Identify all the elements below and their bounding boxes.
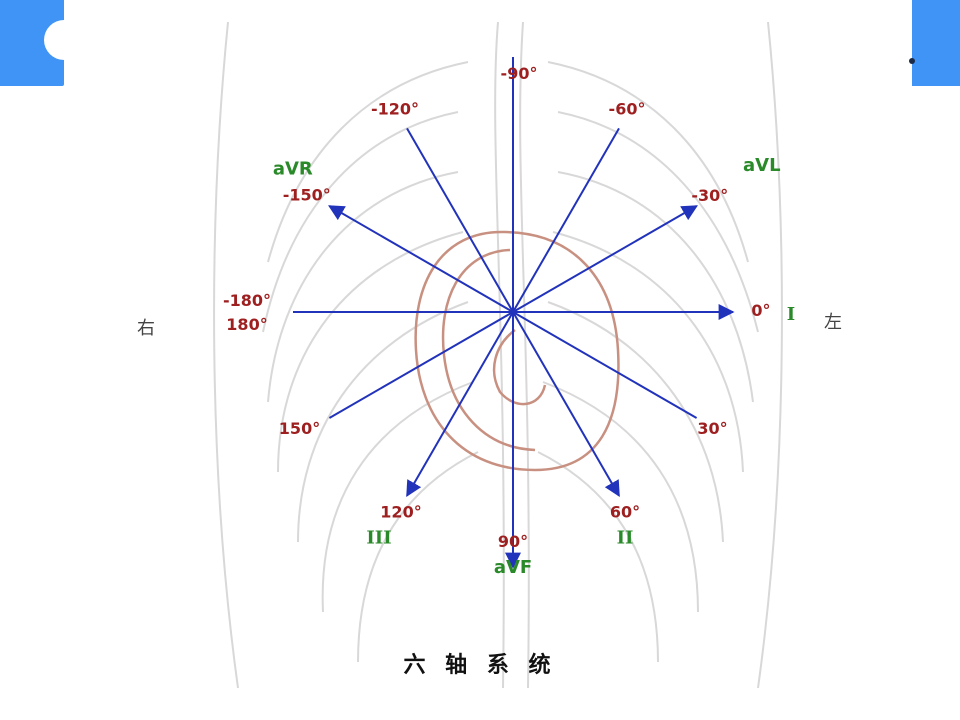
axis-minus-120-angle-label: -120°: [371, 99, 419, 118]
axis-180-angle-label-alt: 180°: [226, 315, 267, 334]
axis-90-angle-label: 90°: [498, 532, 528, 551]
axis-minus-60-angle-label: -60°: [609, 99, 646, 118]
axis-150-line: [328, 311, 514, 419]
axis-minus-30-line: [512, 205, 698, 313]
axis-180-angle-label: -180°: [223, 291, 271, 310]
axis-minus-150-angle-label: -150°: [283, 186, 331, 205]
decorative-dot: [909, 58, 915, 64]
axis-0-lead-label: I: [787, 304, 795, 325]
axis-minus-150-lead-label: aVR: [273, 159, 313, 180]
axis-120-line: [406, 311, 514, 497]
ribcage-sketch: [213, 22, 783, 688]
axis-60-angle-label: 60°: [610, 503, 640, 522]
axis-60-lead-label: II: [617, 528, 634, 549]
axis-90-lead-label: aVF: [494, 557, 532, 578]
axis-minus-150-line: [328, 205, 514, 313]
axis-minus-120-line: [406, 127, 514, 313]
axis-30-angle-label: 30°: [697, 419, 727, 438]
axis-minus-60-line: [512, 127, 620, 313]
accent-bar-right: [912, 0, 960, 86]
axis-minus-30-lead-label: aVL: [743, 155, 781, 176]
axis-120-angle-label: 120°: [380, 503, 421, 522]
axis-lines: [293, 57, 735, 569]
axis-minus-30-angle-label: -30°: [691, 186, 728, 205]
heart-outline: [414, 230, 620, 472]
left-side-label: 左: [824, 312, 842, 333]
axis-minus-90-angle-label: -90°: [501, 64, 538, 83]
axis-120-lead-label: III: [366, 528, 391, 549]
axis-60-line: [512, 311, 620, 497]
axis-labels: 0° I 30° 60° II 90° aVF 120° III 150° -180° 180° -15…: [223, 64, 795, 578]
right-side-label: 右: [137, 318, 155, 339]
axis-0-angle-label: 0°: [751, 301, 770, 320]
diagram-caption: 六 轴 系 统: [403, 653, 557, 678]
axis-30-line: [512, 311, 698, 419]
axis-150-angle-label: 150°: [279, 419, 320, 438]
